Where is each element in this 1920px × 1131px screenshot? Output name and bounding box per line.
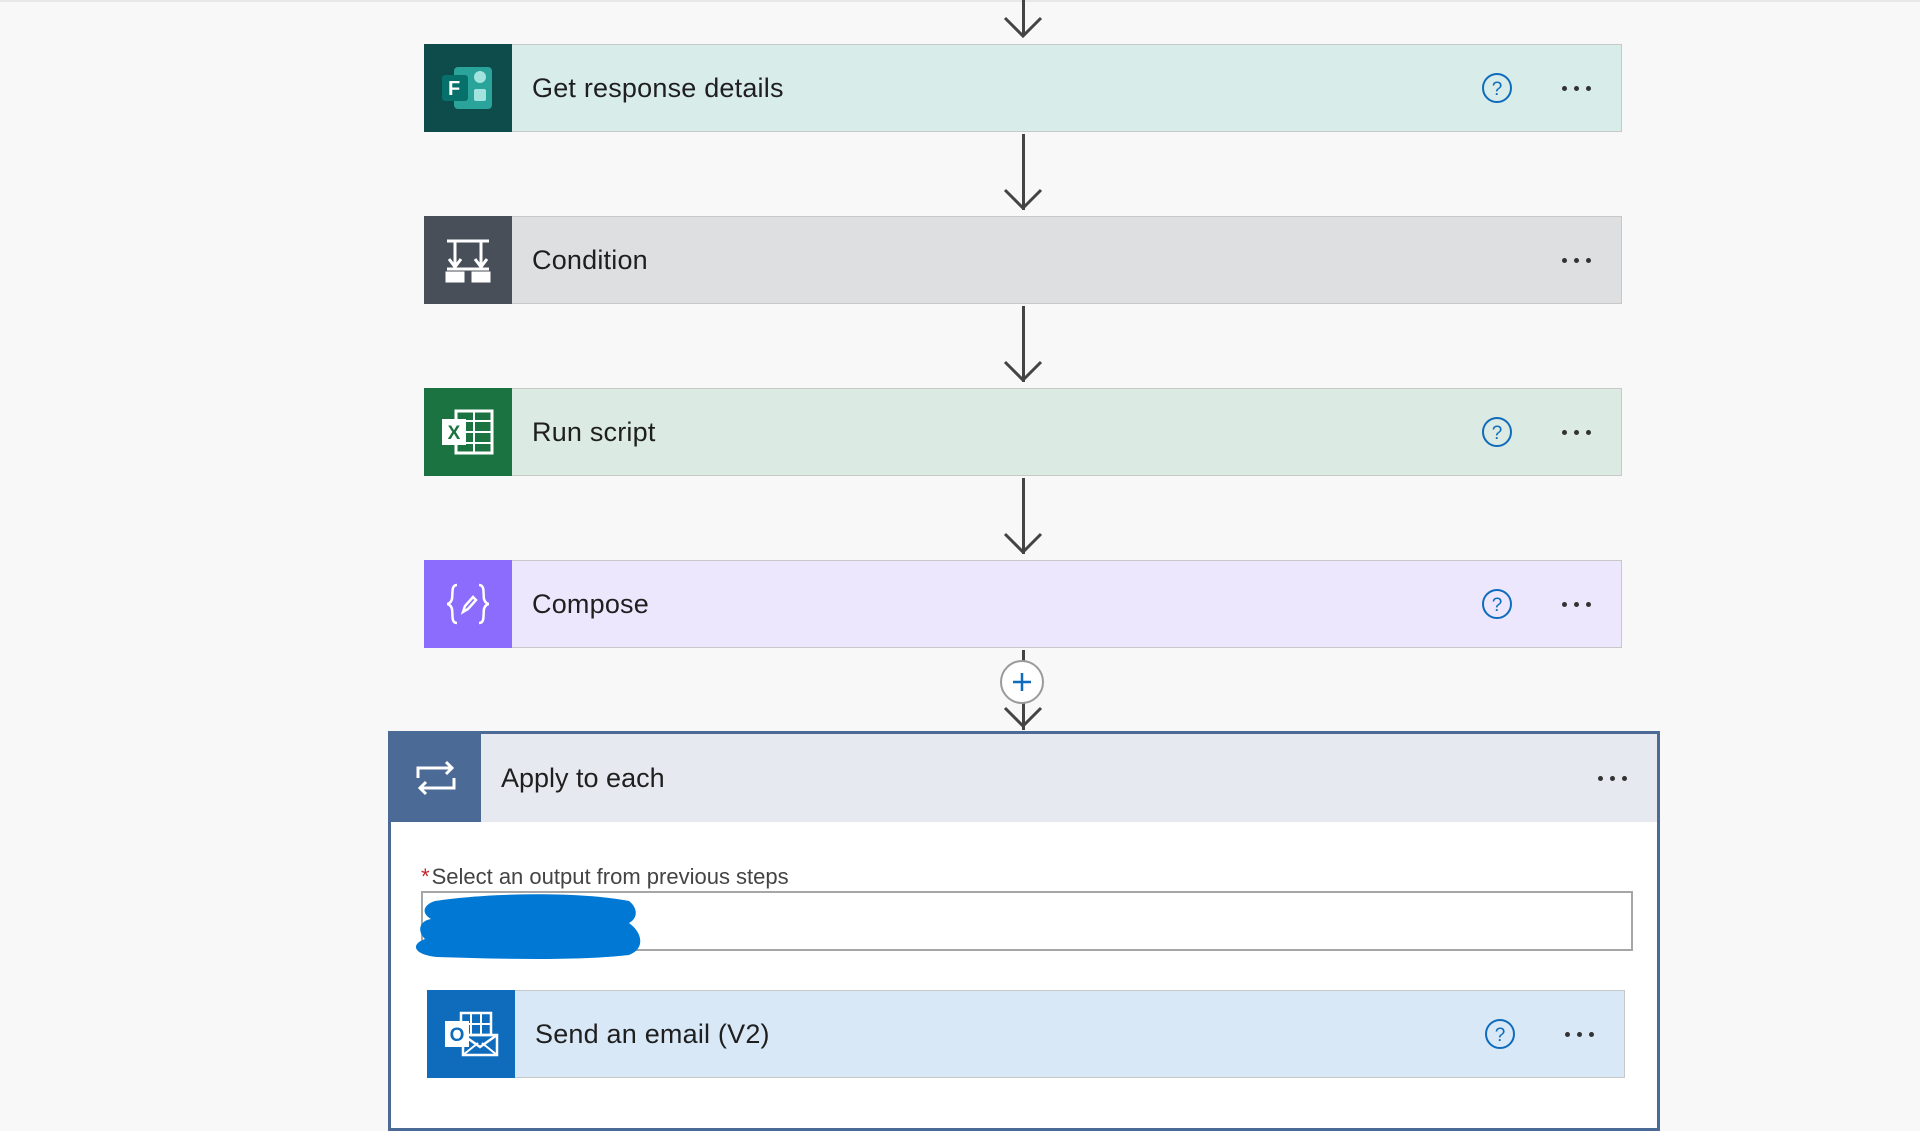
svg-text:O: O [450,1025,465,1046]
step-title: Send an email (V2) [535,1018,770,1049]
more-options-icon[interactable] [1551,594,1601,614]
help-icon[interactable]: ? [1481,588,1513,620]
connector-line [1022,306,1025,382]
connector-line [1022,478,1025,554]
redaction-scribble [415,894,641,959]
arrow-down-icon [1003,360,1043,383]
top-border [0,0,1920,2]
compose-icon [424,560,512,648]
arrow-down-icon [1003,532,1043,555]
step-send-an-email[interactable]: O Send an email (V2) ? [427,990,1625,1078]
apply-to-each-title: Apply to each [501,762,665,793]
apply-to-each-header[interactable]: Apply to each [391,734,1657,822]
more-options-icon[interactable] [1551,78,1601,98]
insert-step-button[interactable] [1000,660,1044,704]
more-options-icon[interactable] [1554,1024,1604,1044]
output-field-label-text: Select an output from previous steps [431,864,789,889]
step-title: Compose [532,588,649,619]
help-icon[interactable]: ? [1481,416,1513,448]
outlook-icon: O [427,990,515,1078]
step-title: Condition [532,244,648,275]
plus-icon [1013,673,1031,691]
svg-text:?: ? [1492,423,1503,444]
step-compose[interactable]: Compose ? [424,560,1622,648]
step-condition[interactable]: Condition [424,216,1622,304]
svg-text:?: ? [1492,595,1503,616]
step-run-script[interactable]: X Run script ? [424,388,1622,476]
step-title: Get response details [532,72,784,103]
arrow-down-icon [1003,16,1043,39]
svg-text:X: X [448,423,461,444]
required-mark: * [421,864,430,889]
help-icon[interactable]: ? [1481,72,1513,104]
more-options-icon[interactable] [1551,250,1601,270]
output-field-label: *Select an output from previous steps [421,864,789,890]
arrow-down-icon [1003,188,1043,211]
excel-icon: X [424,388,512,476]
step-get-response-details[interactable]: F Get response details ? [424,44,1622,132]
loop-icon [391,734,481,822]
arrow-down-icon [1003,706,1043,729]
help-icon[interactable]: ? [1484,1018,1516,1050]
condition-icon [424,216,512,304]
more-options-icon[interactable] [1587,768,1637,788]
svg-text:?: ? [1495,1025,1506,1046]
svg-text:F: F [448,78,460,100]
connector-line [1022,0,1025,36]
output-select-input[interactable] [415,891,1633,959]
svg-text:?: ? [1492,79,1503,100]
apply-to-each-scope[interactable]: Apply to each *Select an output from pre… [388,731,1660,1131]
forms-icon: F [424,44,512,132]
connector-line [1022,134,1025,210]
step-title: Run script [532,416,656,447]
more-options-icon[interactable] [1551,422,1601,442]
